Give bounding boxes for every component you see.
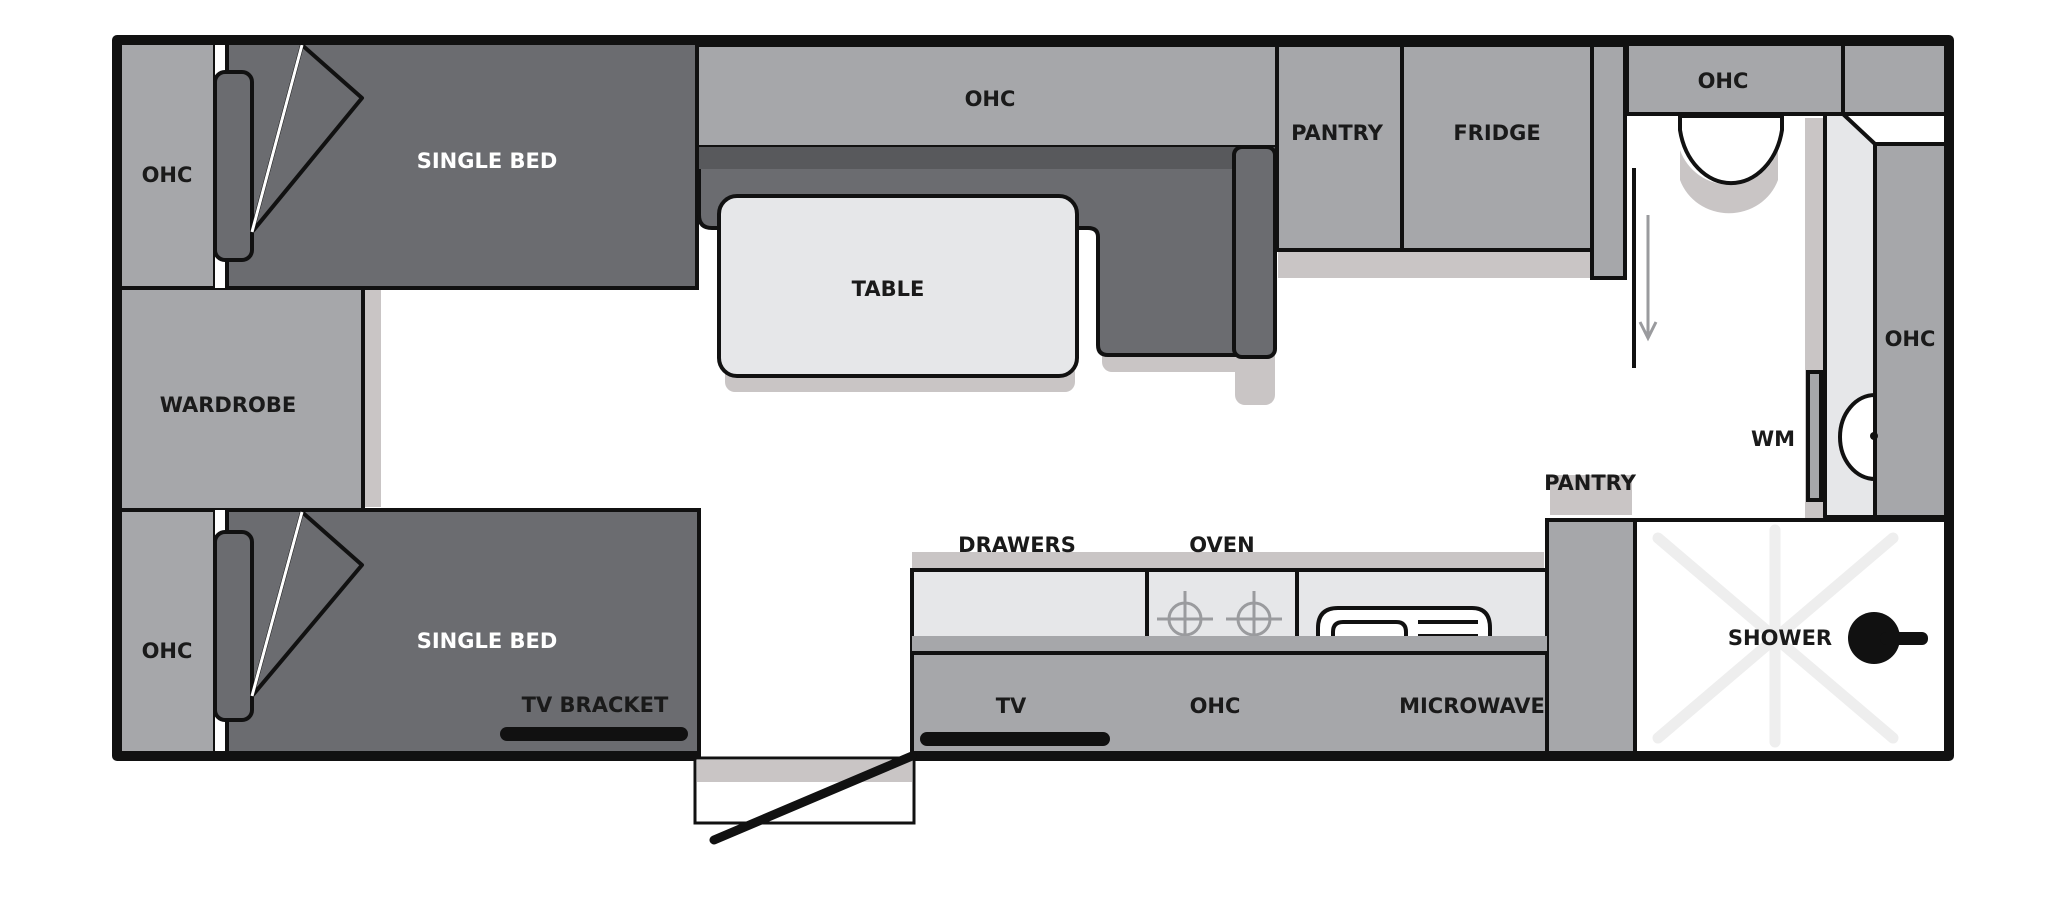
- pantry-top: [1275, 43, 1404, 252]
- table-label: TABLE: [852, 277, 925, 301]
- oven-label: OVEN: [1189, 533, 1254, 557]
- pantry-bottom: [1545, 518, 1637, 758]
- ohc-top-left: [118, 40, 217, 290]
- dining-table: [717, 194, 1079, 378]
- single-bed-bottom-label: SINGLE BED: [417, 629, 558, 653]
- toilet-icon: [1678, 114, 1784, 186]
- ohc-bottom-middle-label: OHC: [1190, 694, 1241, 718]
- fridge-label: FRIDGE: [1453, 121, 1540, 145]
- single-bed-top-label: SINGLE BED: [417, 149, 558, 173]
- bench-edge: [912, 636, 1547, 653]
- drawers-label: DRAWERS: [958, 533, 1076, 557]
- outer-walls: [112, 35, 1954, 761]
- shower-drain-lines: [1652, 524, 1899, 748]
- ohc-bathroom-right: [1873, 142, 1948, 519]
- bathroom-wall-stub: [1590, 43, 1627, 280]
- ohc-top-middle-label: OHC: [965, 87, 1016, 111]
- ohc-bottom-left: [118, 508, 217, 758]
- ohc-bathroom-top-label: OHC: [1698, 69, 1749, 93]
- pantry-bottom-label: PANTRY: [1544, 471, 1637, 495]
- entry-door-icon: [693, 751, 917, 845]
- fridge: [1400, 43, 1594, 252]
- shower-tap-icon: [1848, 612, 1928, 664]
- wm-label: WM: [1751, 427, 1795, 451]
- ohc-bathroom-corner: [1841, 42, 1948, 116]
- pantry-top-label: PANTRY: [1291, 121, 1384, 145]
- tv-bracket-bar: [500, 727, 688, 741]
- ohc-bathroom-right-label: OHC: [1885, 327, 1936, 351]
- single-bed-bottom: [213, 508, 701, 758]
- shower-label: SHOWER: [1728, 626, 1832, 650]
- wardrobe-label: WARDROBE: [160, 393, 296, 417]
- wardrobe: [118, 286, 365, 512]
- ohc-top-left-label: OHC: [142, 163, 193, 187]
- washing-machine-icon: [1806, 370, 1878, 502]
- microwave-label: MICROWAVE: [1399, 694, 1545, 718]
- tv-bar: [920, 732, 1110, 746]
- tv-bracket-label: TV BRACKET: [522, 693, 669, 717]
- ohc-bottom-left-label: OHC: [142, 639, 193, 663]
- sliding-door-arrow-icon: [1638, 215, 1658, 342]
- ohc-top-middle: [695, 43, 1279, 149]
- tv-label: TV: [996, 694, 1027, 718]
